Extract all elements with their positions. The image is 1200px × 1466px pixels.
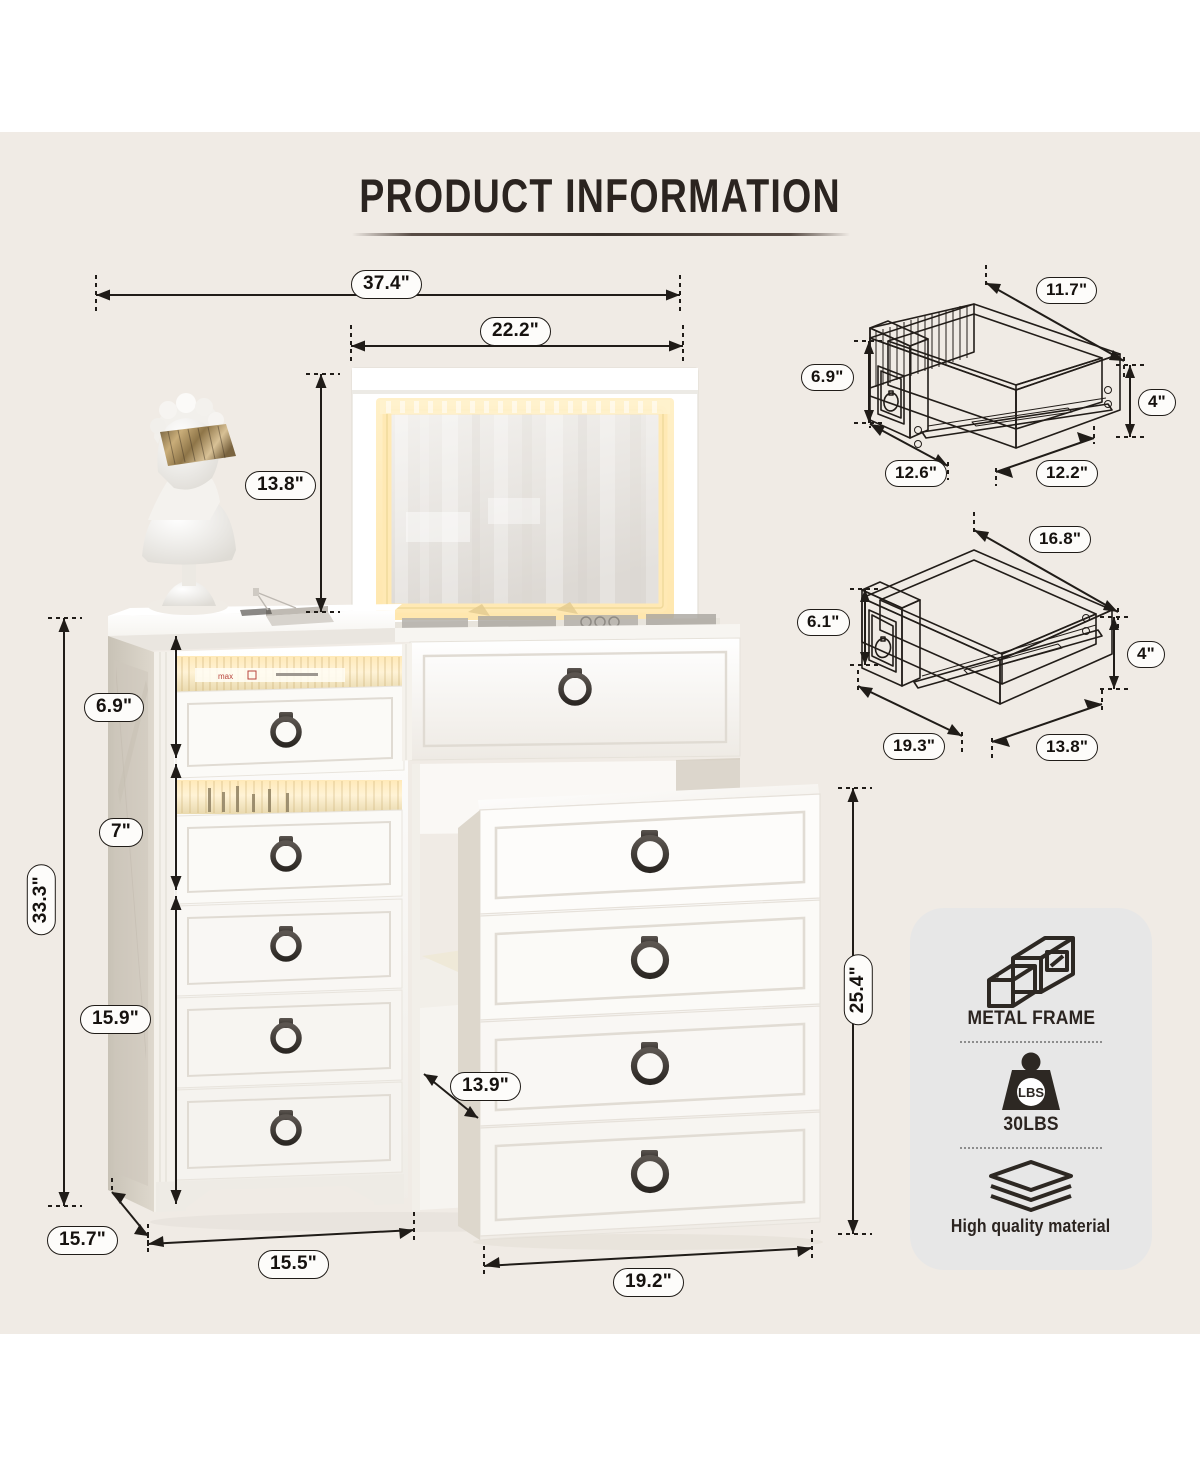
drawer-detail-top-illustration (869, 303, 1121, 449)
title-underline (352, 233, 850, 236)
page-title-text: PRODUCT INFORMATION (359, 169, 841, 222)
feature-material-label: High quality material (951, 1216, 1111, 1236)
dim-bottom-drawer-side-height: 4" (1127, 641, 1165, 669)
dim-mirror-width: 22.2" (480, 317, 551, 347)
dimline-chest-width (478, 1230, 820, 1276)
ring-pull (558, 668, 592, 706)
desk-accessories (240, 588, 334, 626)
ring-pull (270, 1018, 302, 1054)
feature-metal-frame-label: METAL FRAME (967, 1008, 1095, 1029)
dim-chest-width: 19.2" (613, 1268, 684, 1298)
dim-top-drawer-side-height: 4" (1138, 389, 1176, 417)
drawer-detail-bottom-illustration (861, 549, 1113, 705)
dimline-top-drawer-front-height (850, 336, 890, 428)
dimline-top-drawer-depth (988, 420, 1104, 488)
feature-weight: LBS 30LBS (910, 1052, 1152, 1136)
dim-chest-height: 25.4" (843, 954, 874, 1026)
dim-bottom-drawer-front-height: 6.1" (797, 609, 850, 637)
dim-overall-height: 33.3" (26, 864, 57, 936)
dim-bottom-drawer-front-width: 19.3" (883, 733, 946, 761)
dimline-bottom-drawer-front-width (850, 670, 972, 756)
dim-overall-width: 37.4" (351, 270, 422, 300)
dimline-left-depth (100, 1178, 160, 1258)
dimline-bottom-drawer-depth (984, 686, 1112, 760)
dimline-top-drawer-front-width (862, 410, 958, 482)
dim-top-drawer-front-height: 6.9" (801, 364, 854, 392)
weight-lbs-icon: LBS (996, 1052, 1066, 1114)
dim-lower-drawers-height: 15.9" (80, 1005, 151, 1035)
svg-text:max: max (218, 672, 233, 681)
feature-material: High quality material (910, 1158, 1152, 1237)
dimline-bottom-drawer-front-height (846, 584, 886, 670)
page-title: PRODUCT INFORMATION (0, 168, 1200, 223)
feature-divider-2 (960, 1147, 1102, 1149)
ring-pull (270, 926, 302, 962)
dim-top-drawer-depth: 12.2" (1036, 460, 1099, 488)
dim-second-drawer-height: 7" (99, 818, 143, 848)
ring-pull (270, 712, 302, 748)
dim-chest-depth: 13.9" (450, 1072, 521, 1102)
dimline-chest-depth (420, 1068, 484, 1124)
dimline-left-width (142, 1212, 422, 1254)
features-panel: METAL FRAME LBS 30LBS (910, 908, 1152, 1270)
metal-tube-frame-icon (983, 930, 1079, 1008)
dim-left-depth: 15.7" (47, 1226, 118, 1256)
chest-of-drawers-photo (458, 784, 823, 1250)
dimline-drawer-heights (156, 632, 196, 1232)
visor (160, 424, 236, 466)
dim-bottom-drawer-width: 16.8" (1029, 526, 1092, 554)
ring-pull (630, 1150, 670, 1194)
dim-top-drawer-width: 11.7" (1036, 277, 1098, 305)
dim-left-width: 15.5" (258, 1250, 329, 1280)
ring-pull (630, 1042, 670, 1086)
feature-divider-1 (960, 1041, 1102, 1043)
dim-top-drawer-front-width: 12.6" (885, 460, 948, 488)
weight-badge-text: LBS (1018, 1085, 1044, 1100)
dimline-bottom-drawer-side-height (1096, 612, 1136, 694)
dim-top-drawer-height: 6.9" (84, 693, 145, 723)
feature-weight-label: 30LBS (1003, 1114, 1059, 1135)
bust-sculpture (142, 393, 236, 615)
feature-metal-frame: METAL FRAME (910, 930, 1152, 1030)
ring-pull (270, 1110, 302, 1146)
dimline-mirror-height (300, 368, 340, 618)
ring-pull (270, 836, 302, 872)
dimline-top-drawer-side-height (1112, 360, 1152, 442)
dimline-top-drawer-width (978, 265, 1134, 383)
dimline-overall-height (42, 612, 82, 1212)
dim-mirror-height: 13.8" (245, 471, 316, 501)
stacked-layers-icon (985, 1158, 1077, 1216)
ring-pull (630, 830, 670, 874)
dim-bottom-drawer-depth: 13.8" (1036, 734, 1099, 762)
ring-pull (630, 936, 670, 980)
